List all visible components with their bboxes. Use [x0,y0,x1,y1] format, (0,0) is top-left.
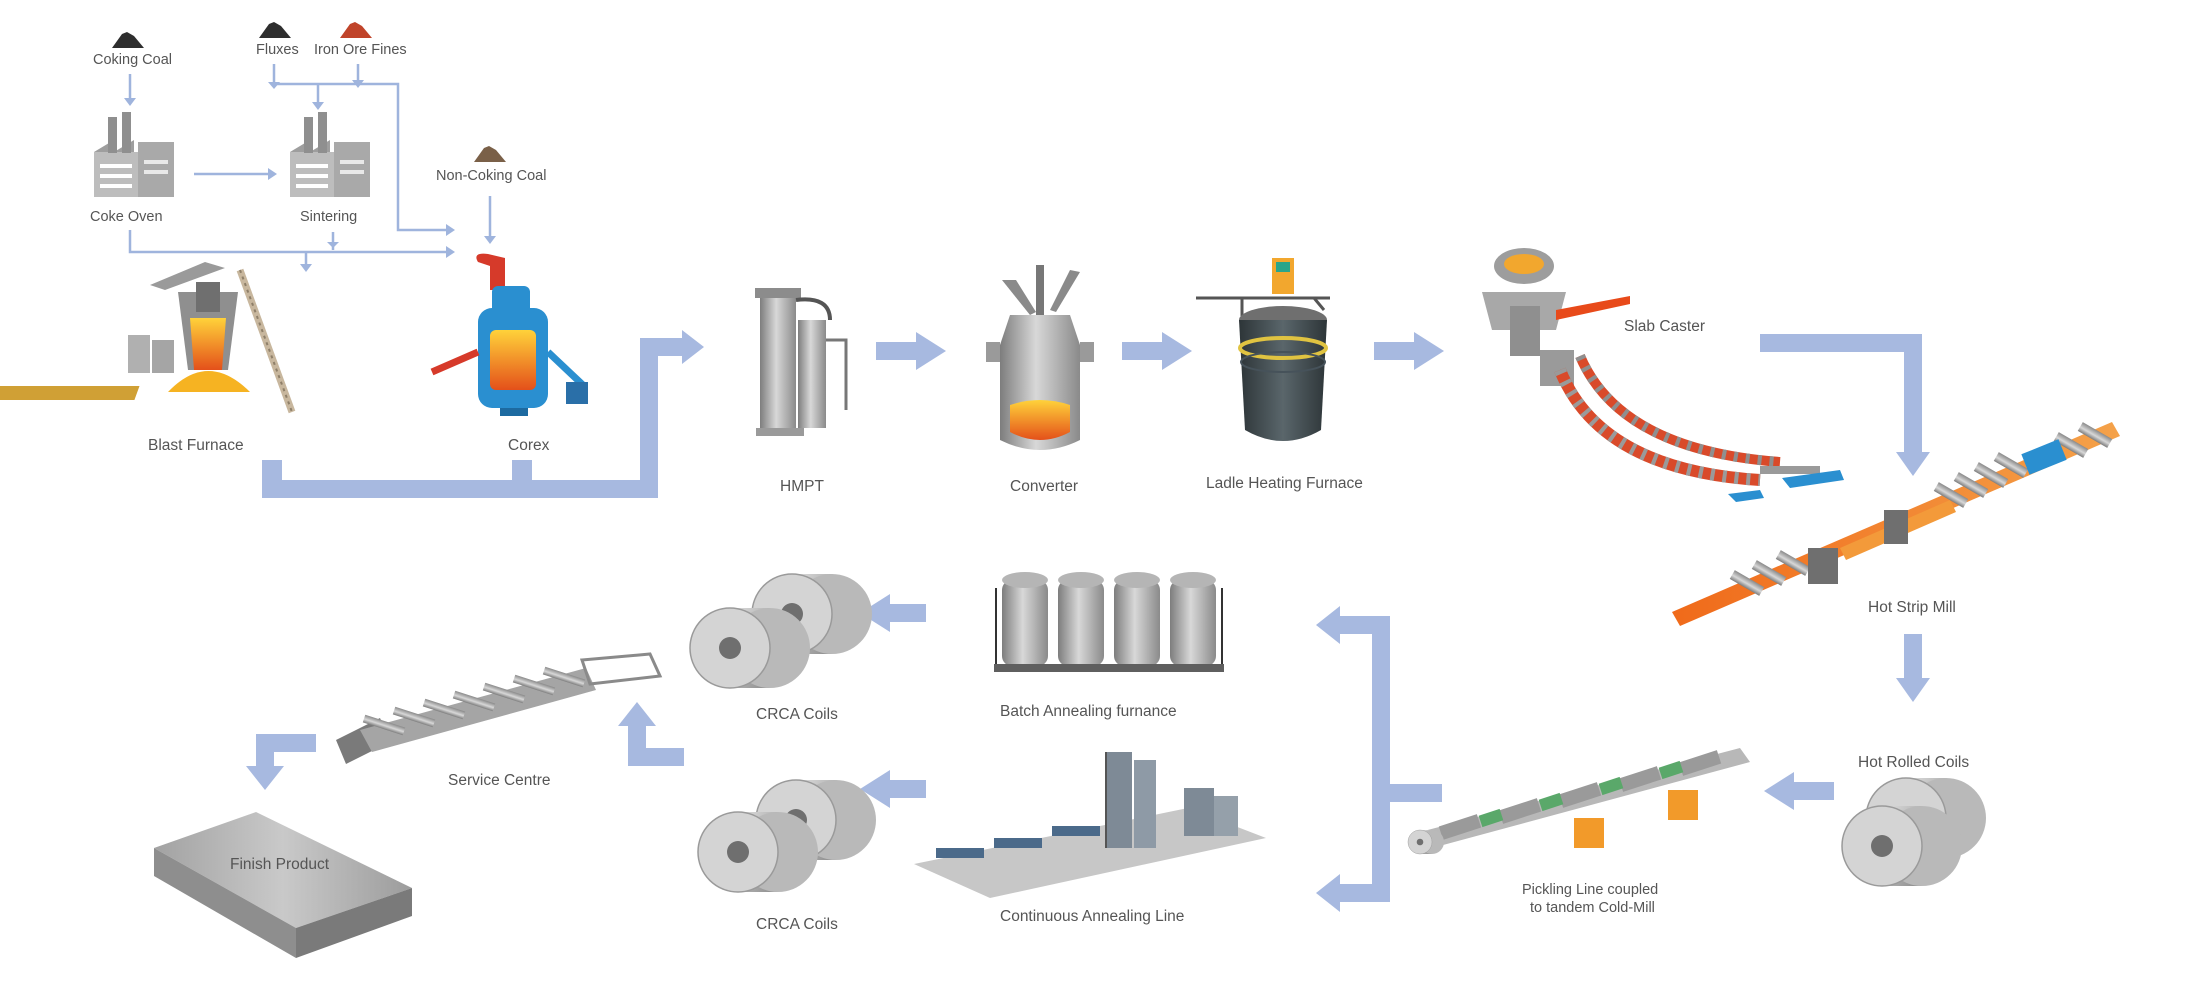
hot-rolled-coils-label: Hot Rolled Coils [1858,754,1969,771]
corex-label: Corex [508,437,550,454]
slab-caster-icon [1482,248,1844,502]
batch-annealing-furnace-icon [994,572,1224,672]
coking-coal-pile-icon [112,32,144,48]
converter-label: Converter [1010,478,1078,495]
finish-product-steel-plate-icon [154,812,412,958]
crca-coils-bottom-icon [697,779,877,893]
fluxes-label: Fluxes [256,42,299,58]
iron-ore-fines-label: Iron Ore Fines [314,42,407,58]
fluxes-pile-icon [259,22,291,38]
crca-coils-top-label: CRCA Coils [756,706,838,723]
hmpt-icon [755,288,848,436]
continuous-annealing-to-crca-arrow [860,770,926,808]
converter-to-ladle-arrow [1122,332,1192,370]
ladle-heating-furnace-icon [1196,258,1330,441]
slab-caster-label: Slab Caster [1624,318,1705,335]
hot-rolled-coils-icon [1841,777,1987,887]
hot-strip-mill-to-coils-arrow [1896,634,1930,702]
hmpt-to-converter-arrow [876,332,946,370]
continuous-annealing-line-icon [914,752,1266,898]
hot-strip-mill-label: Hot Strip Mill [1868,599,1956,616]
ladle-to-caster-arrow [1374,332,1444,370]
continuous-annealing-label: Continuous Annealing Line [1000,908,1184,925]
iron-ore-fines-pile-icon [340,22,372,38]
raw-material-connectors [124,64,496,272]
batch-annealing-to-crca-arrow [860,594,926,632]
furnace-to-hmpt-arrow [262,330,704,498]
coking-coal-label: Coking Coal [93,52,172,68]
converter-icon [986,265,1094,450]
pickling-line-label-line2: to tandem Cold-Mill [1530,900,1655,916]
hmpt-label: HMPT [780,478,824,495]
pickling-line-label-line1: Pickling Line coupled [1522,882,1658,898]
pickling-line-icon [1407,748,1750,855]
service-centre-label: Service Centre [448,772,551,789]
crca-to-service-centre-arrow [618,702,684,766]
pickling-to-annealing-arrow [1316,606,1442,912]
non-coking-coal-label: Non-Coking Coal [436,168,546,184]
service-centre-icon [336,652,663,764]
coke-oven-factory-icon [94,112,174,197]
non-coking-coal-pile-icon [474,146,506,162]
blast-furnace-icon [0,262,296,414]
corex-icon [430,253,588,416]
finish-product-label: Finish Product [230,856,330,873]
batch-annealing-label: Batch Annealing furnance [1000,703,1177,720]
caster-to-hot-strip-mill-arrow [1760,334,1930,476]
sintering-label: Sintering [300,209,357,225]
sintering-factory-icon [290,112,370,197]
service-centre-to-finish-arrow [246,734,316,790]
coils-to-pickling-arrow [1764,772,1834,810]
crca-coils-bottom-label: CRCA Coils [756,916,838,933]
crca-coils-top-icon [689,573,873,689]
coke-oven-label: Coke Oven [90,209,163,225]
blast-furnace-label: Blast Furnace [148,437,244,454]
ladle-heating-furnace-label: Ladle Heating Furnace [1206,475,1363,492]
hot-strip-mill-icon [1672,422,2120,626]
